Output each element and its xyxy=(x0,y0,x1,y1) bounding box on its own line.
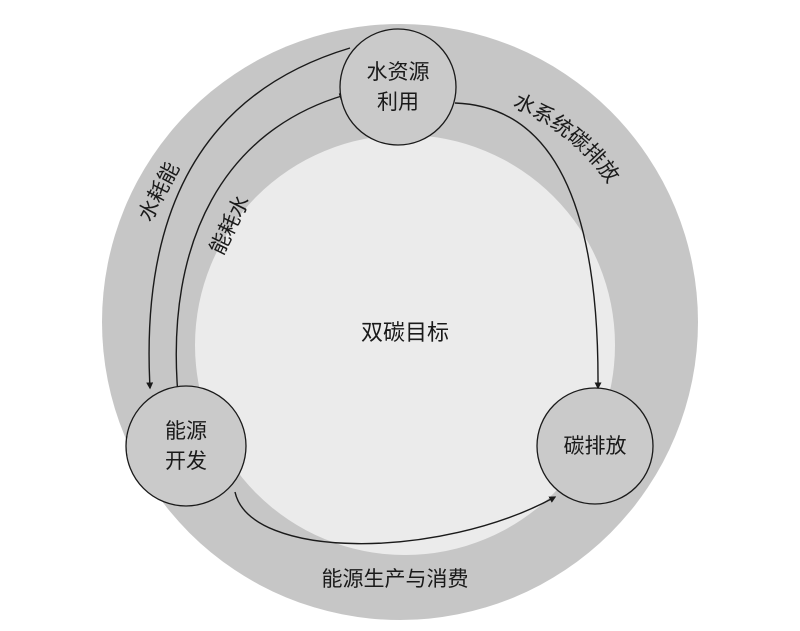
node-water-resource xyxy=(339,28,457,146)
label-energy-production: 能源生产与消费 xyxy=(322,567,469,591)
node-energy-development xyxy=(125,385,247,507)
node-energy-label-2: 开发 xyxy=(165,449,207,473)
node-water-label-1: 水资源 xyxy=(367,60,430,84)
node-water-label-2: 利用 xyxy=(377,90,419,114)
arrow-energy-production xyxy=(234,491,557,545)
arrow-water-system-carbon xyxy=(454,102,602,390)
node-carbon-label: 碳排放 xyxy=(564,434,627,458)
arrow-energy-uses-water xyxy=(175,93,347,396)
arrow-water-uses-energy xyxy=(146,47,351,390)
node-energy-label-1: 能源 xyxy=(165,419,207,443)
node-carbon-emission xyxy=(536,387,654,505)
inner-disc xyxy=(195,135,615,555)
center-label: 双碳目标 xyxy=(361,321,449,346)
